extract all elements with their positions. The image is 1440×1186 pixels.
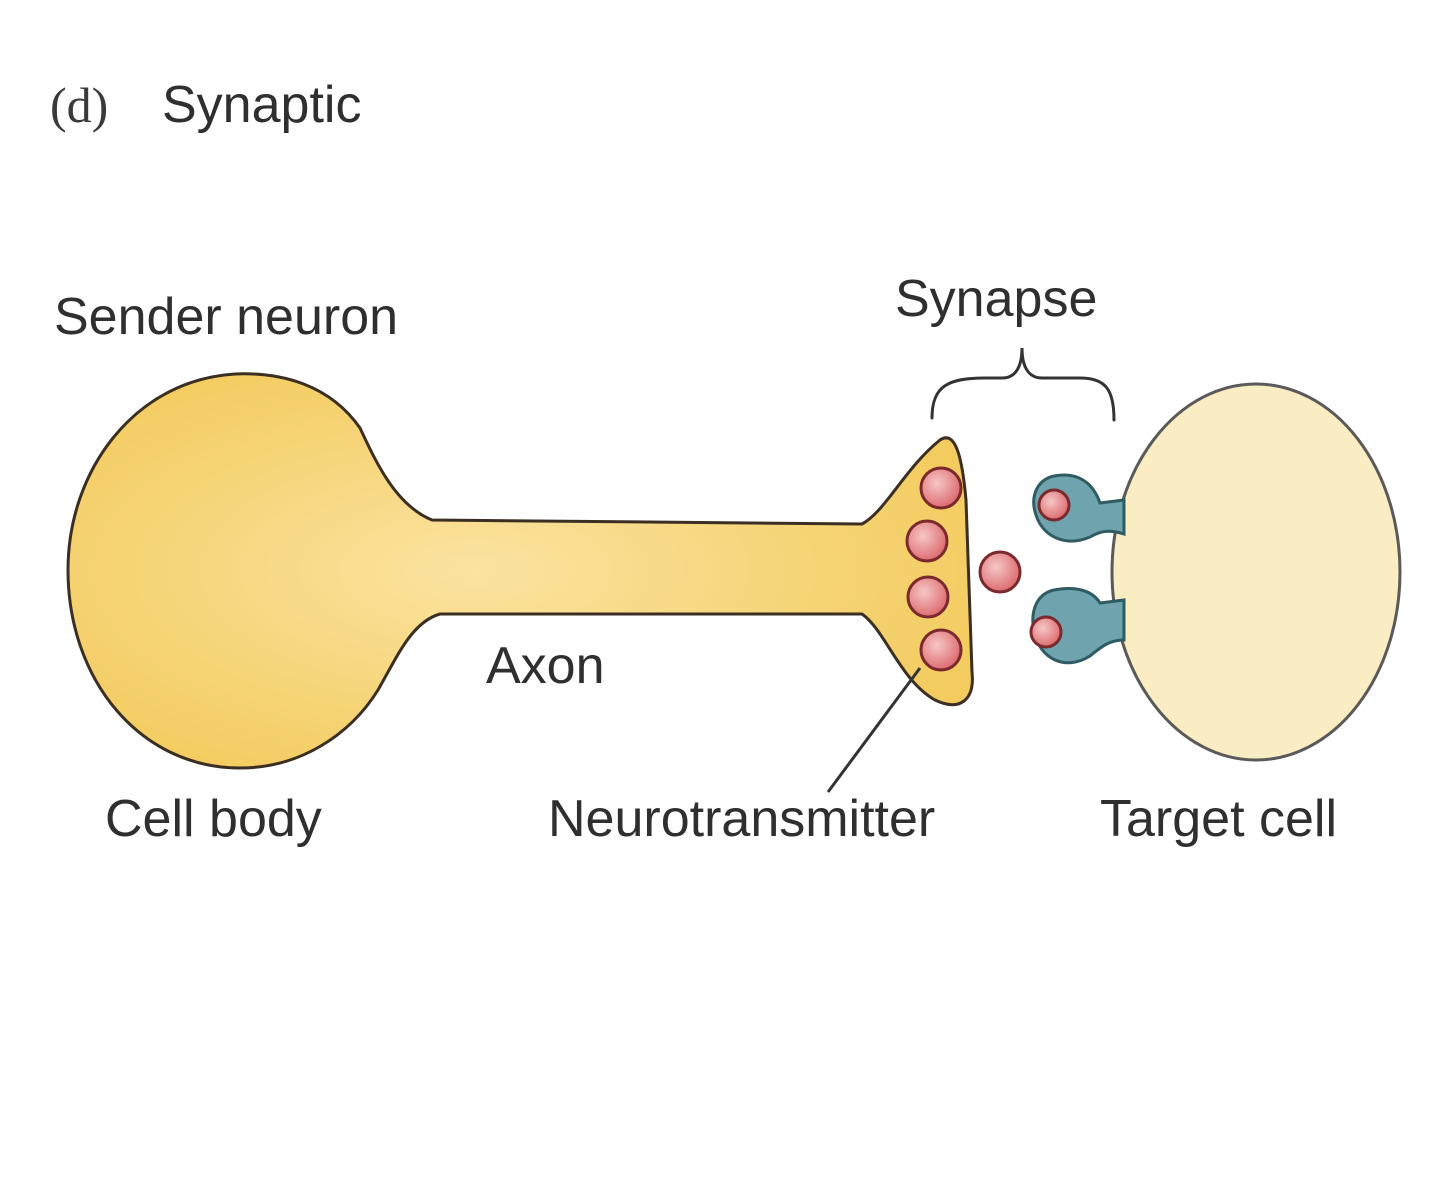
vesicle — [919, 628, 963, 672]
synapse-brace — [930, 347, 1116, 422]
sender-neuron — [66, 372, 974, 770]
label-axon: Axon — [486, 637, 605, 695]
label-neurotransmitter: Neurotransmitter — [548, 790, 935, 848]
target-cell — [1110, 382, 1402, 762]
label-sender-neuron: Sender neuron — [54, 288, 398, 346]
vesicle — [905, 519, 949, 563]
label-synapse: Synapse — [895, 270, 1097, 328]
label-cell-body: Cell body — [105, 790, 322, 848]
panel-title: Synaptic — [162, 76, 361, 134]
label-target-cell: Target cell — [1100, 790, 1337, 848]
panel-letter: (d) — [50, 77, 108, 133]
vesicles — [905, 466, 1071, 672]
bound-neurotransmitter — [1037, 488, 1071, 522]
released-neurotransmitter — [978, 550, 1022, 594]
neurotransmitter-leader-line — [826, 667, 922, 793]
vesicle — [919, 466, 963, 510]
vesicle — [906, 575, 950, 619]
bound-neurotransmitter — [1029, 615, 1063, 649]
